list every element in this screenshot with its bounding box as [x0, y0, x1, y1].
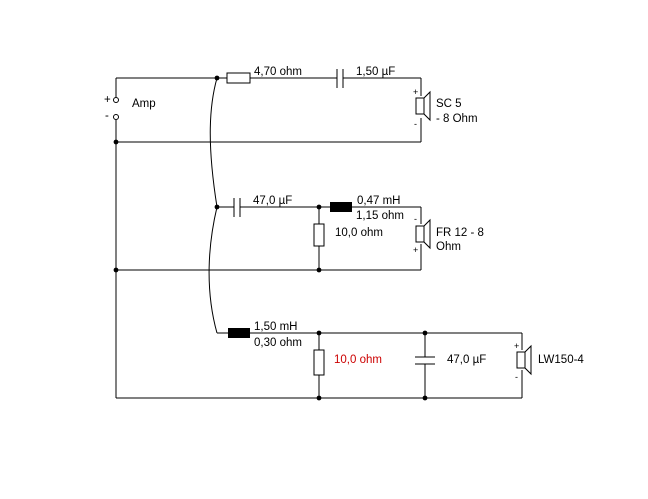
branch-1: 4,70 ohm 1,50 µF + - SC 5 - 8 Ohm: [226, 66, 478, 129]
amp-minus-sign: -: [105, 110, 109, 122]
junction-dot: [113, 139, 119, 145]
speaker-label: LW150-4: [538, 354, 584, 366]
speaker-label-line1: SC 5: [436, 98, 462, 110]
series-capacitor-icon: [233, 198, 241, 217]
shunt-resistor-icon: [313, 349, 325, 376]
shunt-resistor-label: 10,0 ohm: [334, 354, 382, 366]
speaker-icon: [415, 218, 431, 250]
amp-input: + - Amp: [104, 94, 156, 122]
speaker-plus-sign: +: [514, 341, 519, 351]
speaker-minus-sign: -: [414, 119, 417, 129]
junction-dot: [422, 395, 428, 401]
inductor-value-label: 0,47 mH: [357, 195, 400, 207]
inductor-resistance-label: 1,15 ohm: [356, 210, 404, 222]
speaker-icon: [415, 90, 431, 122]
shunt-capacitor-label: 47,0 µF: [447, 354, 486, 366]
amp-minus-terminal: [113, 114, 119, 120]
branch-2: 47,0 µF 0,47 mH 1,15 ohm 10,0 ohm - + FR…: [233, 195, 484, 255]
junction-dot: [316, 204, 322, 210]
speaker-label-line2: Ohm: [436, 241, 461, 253]
speaker-minus-sign: -: [515, 372, 518, 382]
speaker-label-line1: FR 12 - 8: [436, 227, 484, 239]
junction-dot: [316, 395, 322, 401]
series-capacitor-label: 1,50 µF: [356, 66, 395, 78]
shunt-resistor-icon: [313, 223, 325, 247]
series-resistor-label: 4,70 ohm: [254, 66, 302, 78]
series-resistor-icon: [226, 72, 251, 84]
speaker-icon: [516, 344, 532, 376]
junction-dot: [214, 204, 220, 210]
junction-dot: [214, 75, 220, 81]
shunt-resistor-label: 10,0 ohm: [335, 227, 383, 239]
junction-dot: [113, 267, 119, 273]
amp-label: Amp: [132, 98, 156, 110]
inductor-value-label: 1,50 mH: [254, 321, 297, 333]
series-capacitor-icon: [336, 69, 344, 88]
amp-plus-terminal: [113, 97, 119, 103]
series-inductor-icon: [228, 328, 250, 338]
speaker-plus-sign: +: [413, 245, 418, 255]
shunt-capacitor-icon: [415, 356, 435, 365]
branch-3: 1,50 mH 0,30 ohm 10,0 ohm 47,0 µF + - LW…: [228, 321, 584, 382]
inductor-resistance-label: 0,30 ohm: [254, 337, 302, 349]
series-capacitor-label: 47,0 µF: [253, 195, 292, 207]
junction-dot: [316, 330, 322, 336]
junction-dot: [316, 267, 322, 273]
junctions: [113, 75, 428, 401]
series-inductor-icon: [330, 202, 352, 212]
amp-plus-sign: +: [104, 94, 111, 106]
speaker-label-line2: - 8 Ohm: [436, 113, 478, 125]
speaker-minus-sign: -: [414, 214, 417, 224]
speaker-plus-sign: +: [413, 87, 418, 97]
junction-dot: [422, 330, 428, 336]
